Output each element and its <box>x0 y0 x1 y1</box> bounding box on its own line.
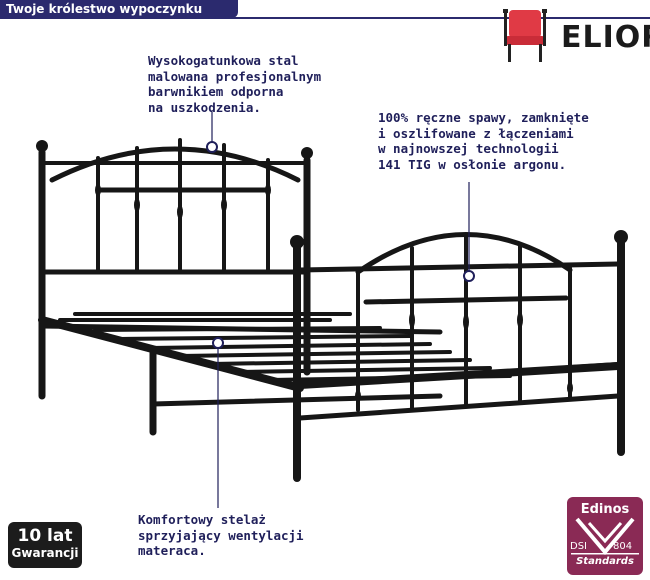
certification-shield-icon <box>567 497 643 575</box>
warranty-years: 10 lat <box>17 526 73 546</box>
certification-name: Edinos <box>580 502 630 517</box>
front-footboard <box>293 232 625 482</box>
certification-subtitle: Standards <box>576 556 634 567</box>
brand-name: ELIOR <box>561 20 650 55</box>
tagline-text: Twoje królestwo wypoczynku <box>6 2 203 16</box>
callout-slats: Komfortowy stelaż sprzyjający wentylacji… <box>138 512 304 558</box>
certification-code-right: 804 <box>613 541 633 552</box>
header-divider <box>0 17 650 19</box>
callout-welds: 100% ręczne spawy, zamknięte i oszlifowa… <box>378 110 589 172</box>
certification-badge: Edinos DSI 804 Standards <box>567 497 643 575</box>
warranty-badge: 10 lat Gwarancji <box>8 522 82 568</box>
callout-steel: Wysokogatunkowa stal malowana profesjona… <box>148 53 322 115</box>
slatted-base <box>58 312 512 382</box>
tagline-banner: Twoje królestwo wypoczynku <box>0 0 238 18</box>
brand-logo[interactable]: ELIOR <box>497 8 650 64</box>
certification-code-left: DSI <box>570 541 587 552</box>
warranty-label: Gwarancji <box>11 546 79 560</box>
callout-leaders <box>206 112 475 508</box>
chair-icon <box>503 9 547 62</box>
